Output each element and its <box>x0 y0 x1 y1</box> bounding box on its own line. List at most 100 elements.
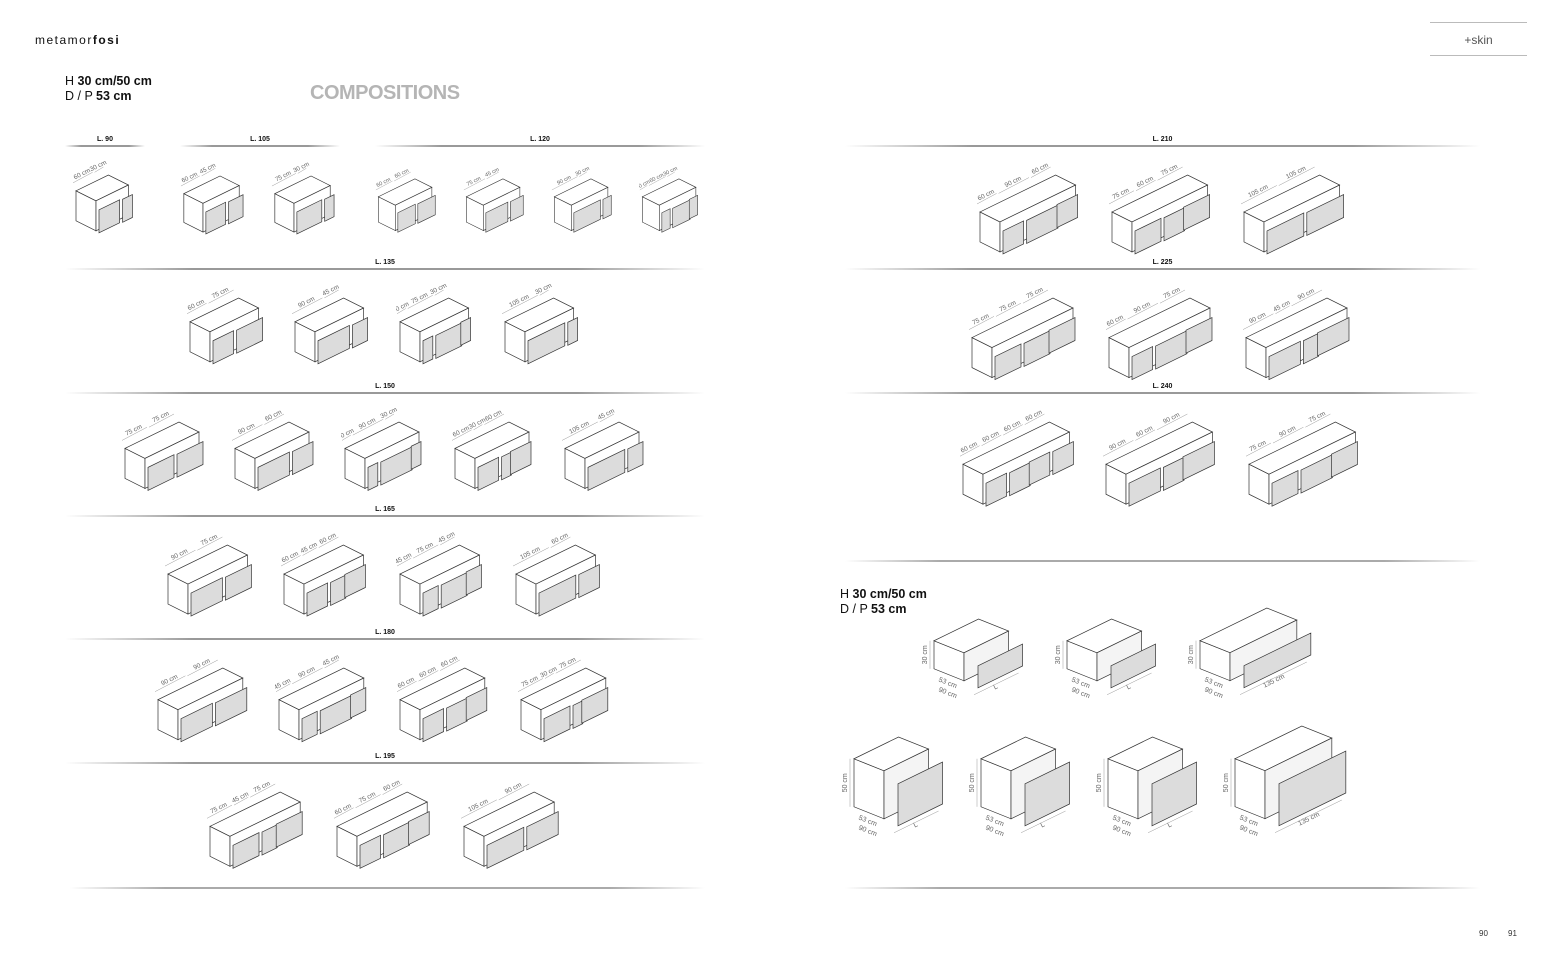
drawer-panel <box>359 834 381 869</box>
dimension-line <box>1003 424 1023 436</box>
dimension-label: 75 cm <box>1308 410 1327 424</box>
dimension-label: 90 cm <box>1133 301 1152 315</box>
drawer-panel <box>567 316 578 346</box>
height-label: 50 cm <box>969 773 976 792</box>
dimension-line <box>1106 672 1152 696</box>
dimension-label: 75 cm <box>357 791 376 805</box>
drawer-panel <box>205 201 226 235</box>
section-label: L. 225 <box>1152 259 1173 266</box>
dimension-line <box>233 796 248 806</box>
dimension-line <box>407 295 433 309</box>
drawer-open <box>1024 761 1070 827</box>
drawer-panel <box>1128 467 1161 507</box>
dimension-line <box>501 295 538 314</box>
dimension-label: 75 cm <box>209 801 228 815</box>
dimension-line <box>959 445 980 457</box>
dimension-line <box>1305 413 1331 428</box>
dimension-line <box>72 172 93 184</box>
section-label: L. 90 <box>97 136 113 143</box>
dimension-label: 60 cm <box>1135 175 1154 189</box>
length-label: L <box>1167 821 1174 829</box>
dimension-line <box>324 659 339 669</box>
brand-light: metamor <box>35 33 93 47</box>
skin-tab[interactable]: +skin <box>1430 22 1527 56</box>
page-title: COMPOSITIONS <box>310 82 460 104</box>
specs-right: H 30 cm/50 cm D / P 53 cm <box>840 587 927 617</box>
dimension-label: 105 cm <box>1284 165 1306 181</box>
dimension-line <box>1156 166 1183 181</box>
dimension-line <box>440 659 460 671</box>
height-label: 30 cm <box>1188 645 1195 664</box>
dimension-label: 30 cm <box>88 159 107 173</box>
dimension-label: 60 cm <box>333 803 352 817</box>
dimension-line <box>292 667 323 684</box>
section-divider <box>65 515 705 517</box>
dimension-line <box>375 180 393 191</box>
section-divider <box>180 145 340 147</box>
dimension-line <box>1242 313 1274 330</box>
dimension-label: 90 cm <box>297 665 316 679</box>
dimension-line <box>1240 185 1277 205</box>
dimension-label: 75 cm <box>998 299 1017 313</box>
dimension-line <box>93 166 104 173</box>
dimension-line <box>667 171 675 177</box>
dimension-label: 75 cm <box>211 286 230 300</box>
dimension-label: 90 cm <box>1108 438 1127 452</box>
dimension-line <box>451 429 472 441</box>
drawer-panel <box>232 832 259 869</box>
drawer-panel <box>510 194 524 222</box>
dimension-line <box>275 683 291 692</box>
dimension-label: 90 cm <box>192 658 211 672</box>
drawer-panel <box>581 686 609 724</box>
dimension-line <box>413 544 439 559</box>
